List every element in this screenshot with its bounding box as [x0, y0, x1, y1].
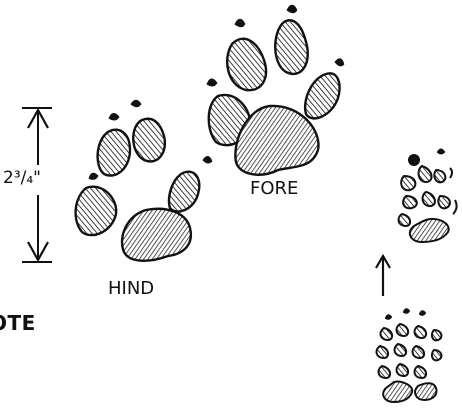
- small-track-upper: [399, 150, 457, 243]
- hind-label: HIND: [108, 280, 154, 298]
- title-fragment: OTE: [0, 313, 36, 333]
- measurement-label: 2³/₄": [3, 170, 41, 187]
- hind-print: [76, 101, 211, 261]
- small-track-lower: [377, 309, 442, 402]
- fore-label: FORE: [250, 180, 298, 198]
- fore-print: [208, 6, 343, 175]
- arrow-up-icon: [376, 256, 390, 296]
